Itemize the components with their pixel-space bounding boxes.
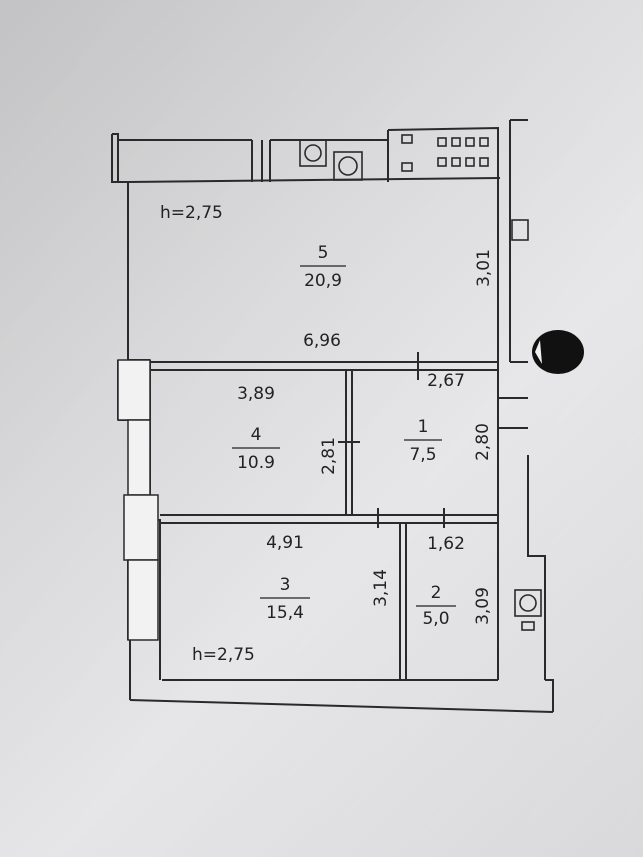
fixtures bbox=[299, 134, 542, 631]
room-5: 5 20,9 6,96 3,01 bbox=[300, 243, 494, 351]
room-area: 7,5 bbox=[409, 445, 436, 465]
room-area: 20,9 bbox=[304, 271, 342, 291]
room-width: 3,89 bbox=[237, 384, 275, 404]
ink-blot bbox=[532, 330, 584, 374]
room-width: 2,67 bbox=[427, 371, 465, 391]
room-depth: 3,14 bbox=[371, 569, 391, 607]
room-area: 15,4 bbox=[266, 603, 304, 623]
room-number: 4 bbox=[251, 425, 262, 445]
room-width: 4,91 bbox=[266, 533, 304, 553]
room-width: 1,62 bbox=[427, 534, 465, 554]
room-area: 5,0 bbox=[422, 609, 449, 629]
ceiling-height-bottom: h=2,75 bbox=[192, 645, 255, 665]
room-2: 1,62 2 5,0 3,09 bbox=[416, 534, 493, 629]
room-3: 4,91 3 15,4 3,14 bbox=[260, 533, 391, 623]
window-markers bbox=[117, 359, 159, 641]
room-depth: 2,80 bbox=[473, 423, 493, 461]
room-4: 3,89 4 10.9 2,81 bbox=[232, 384, 339, 475]
room-depth: 3,09 bbox=[473, 587, 493, 625]
room-depth: 3,01 bbox=[474, 249, 494, 287]
room-width: 6,96 bbox=[303, 331, 341, 351]
ceiling-height-top: h=2,75 bbox=[160, 203, 223, 223]
room-depth: 2,81 bbox=[319, 437, 339, 475]
room-number: 1 bbox=[418, 417, 429, 437]
room-number: 3 bbox=[280, 575, 291, 595]
room-number: 2 bbox=[431, 583, 442, 603]
room-number: 5 bbox=[318, 243, 329, 263]
room-1: 2,67 1 7,5 2,80 bbox=[404, 371, 493, 465]
interior-walls bbox=[150, 352, 498, 680]
room-area: 10.9 bbox=[237, 453, 275, 473]
